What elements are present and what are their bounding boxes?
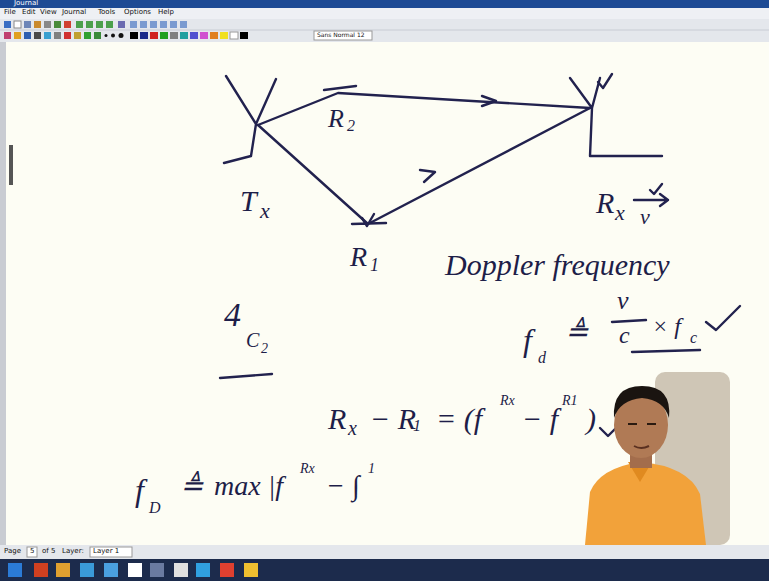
subscript: 2: [261, 342, 268, 356]
status-bar: [0, 545, 769, 559]
tx-antenna: [224, 76, 276, 163]
toolbar: [0, 19, 769, 42]
reflected-path-upper: [258, 93, 590, 125]
equation-term: − R: [370, 404, 416, 434]
subscript: x: [615, 202, 625, 224]
reflector-r2: [324, 86, 356, 90]
subscript: c: [690, 330, 697, 346]
presenter-webcam: [585, 372, 730, 545]
superscript: 1: [368, 462, 375, 476]
menu-item: Tools: [98, 9, 115, 16]
formula-term: max |f: [214, 472, 283, 500]
toolbar-divider: [0, 30, 769, 31]
superscript: R1: [562, 394, 578, 408]
formula-term: f: [523, 324, 532, 356]
title-bar: [0, 0, 769, 8]
subscript: D: [149, 500, 161, 516]
check-mark: [650, 184, 662, 194]
combination: C: [246, 330, 259, 350]
fraction-denominator: c: [619, 323, 630, 347]
layer-box: [90, 547, 132, 557]
reflector-r1: [352, 214, 386, 226]
heading-note: Doppler frequency: [445, 250, 670, 280]
menu-item: View: [40, 9, 57, 16]
check-mark: [598, 74, 612, 88]
formula-term: − ∫: [326, 472, 360, 500]
subscript: 2: [347, 118, 355, 134]
reflector-label: R: [328, 106, 344, 132]
fraction-numerator: v: [617, 288, 629, 314]
velocity-label: v: [640, 206, 650, 228]
subscript: d: [538, 350, 546, 366]
status-text: of 5: [42, 548, 55, 555]
subscript: x: [348, 418, 357, 438]
reflector-label: R: [350, 243, 367, 271]
layer-name: Layer 1: [93, 548, 119, 555]
rx-antenna: [570, 78, 662, 156]
taskbar-icons: [8, 563, 258, 577]
antenna-label: T: [240, 186, 257, 216]
page-number: 5: [30, 548, 34, 555]
menu-item: Edit: [22, 9, 36, 16]
menu-item: File: [4, 9, 16, 16]
font-selector: Sans Normal 12: [317, 32, 365, 38]
arrowhead-upper: [482, 96, 496, 106]
toolbar-icons: [4, 21, 372, 40]
combination: 4: [224, 298, 241, 332]
subscript: 1: [413, 418, 421, 434]
status-text: Page: [4, 548, 21, 555]
reflected-path-lower: [258, 108, 590, 224]
underline: [632, 350, 700, 352]
taskbar: [0, 559, 769, 581]
equation-term: − f: [522, 404, 558, 434]
equation-term: R: [328, 404, 346, 434]
page-marker: [9, 145, 13, 185]
menu-bar: [0, 8, 769, 19]
menu-item: Journal: [62, 9, 86, 16]
check-mark: [706, 306, 740, 330]
arrowhead-lower: [420, 170, 435, 182]
left-margin: [0, 42, 6, 545]
status-text: Layer:: [62, 548, 84, 555]
definition-sign: ≜: [565, 318, 588, 346]
velocity-arrow: [634, 194, 668, 206]
subscript: x: [260, 200, 270, 222]
equation-term: = (f: [436, 404, 482, 434]
definition-sign: ≜: [180, 472, 203, 500]
formula-term: × f: [652, 314, 681, 338]
equation-term: ): [586, 404, 596, 434]
superscript: Rx: [300, 462, 315, 476]
antenna-label: R: [596, 188, 614, 218]
menu-item: Options: [124, 9, 151, 16]
fraction-line: [612, 320, 646, 322]
underline: [220, 374, 272, 378]
superscript: Rx: [500, 394, 515, 408]
menu-item: Help: [158, 9, 174, 16]
formula-term: f: [135, 474, 144, 506]
subscript: 1: [370, 256, 379, 274]
window-title: Journal: [14, 0, 38, 7]
page-box: [27, 547, 37, 557]
